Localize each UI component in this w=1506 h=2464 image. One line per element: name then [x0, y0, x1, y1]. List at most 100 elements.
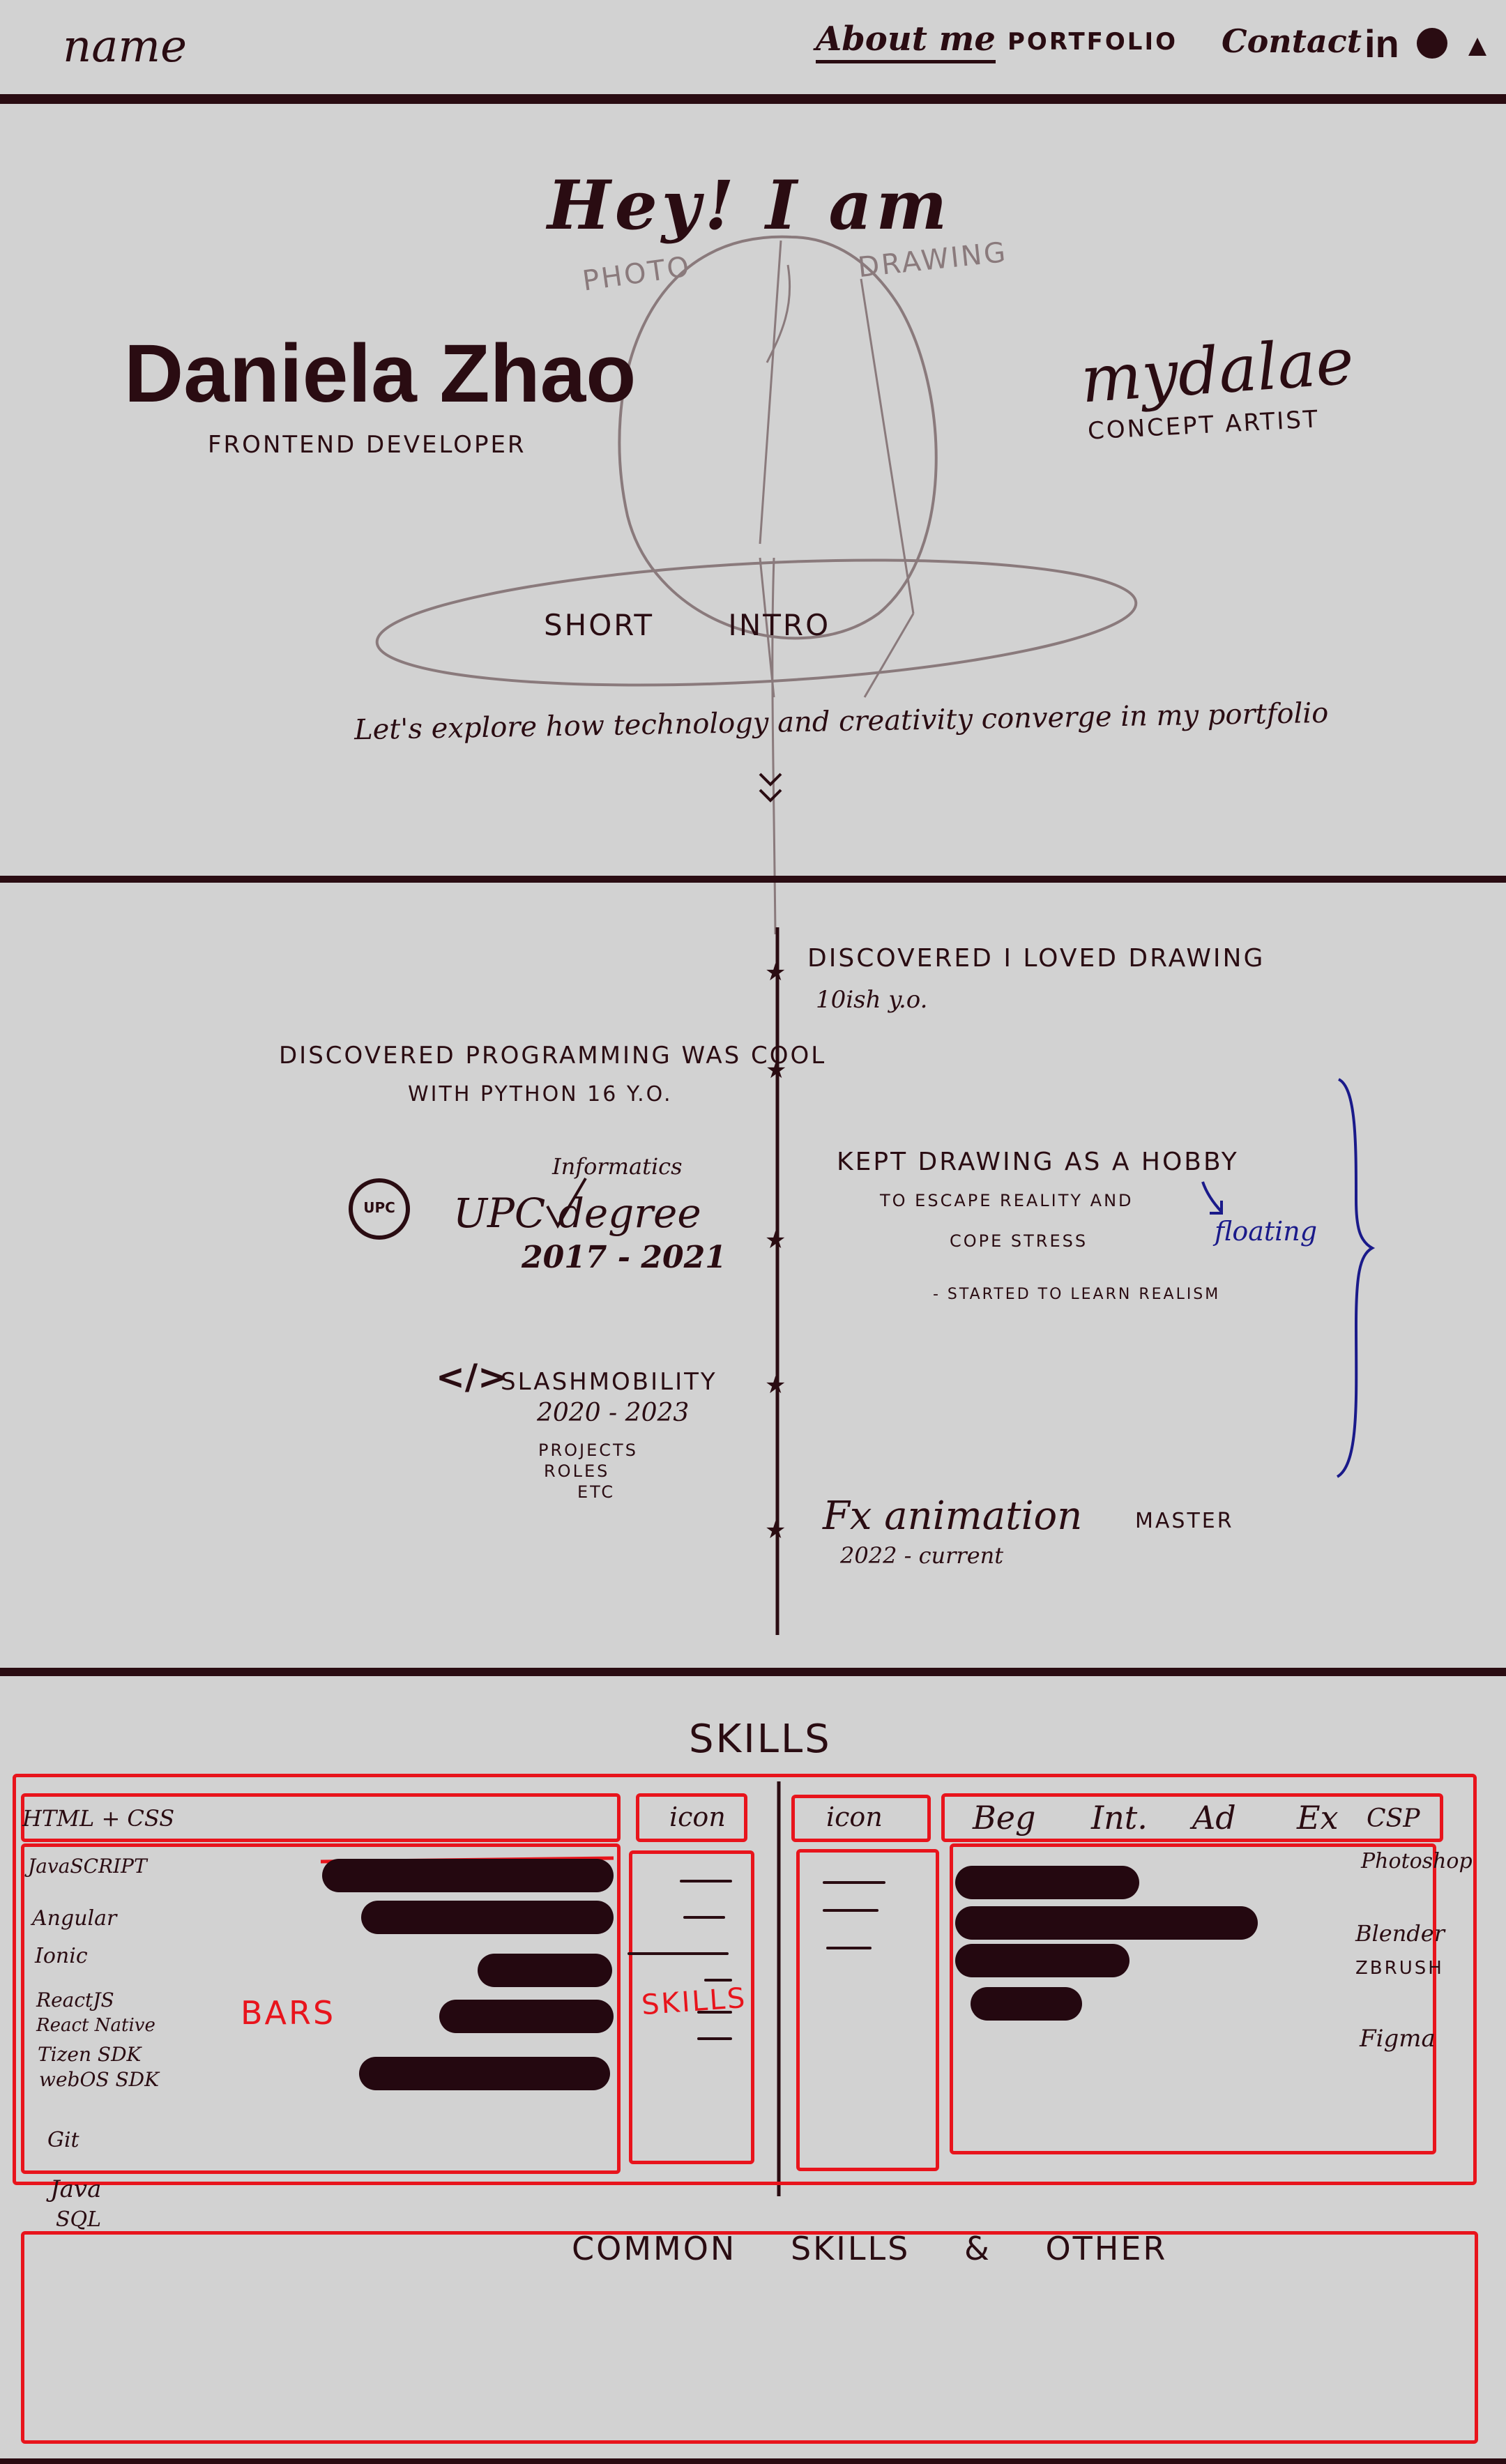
- skill-item: Ionic: [35, 1944, 88, 1968]
- level-ex: Ex: [1297, 1799, 1339, 1836]
- artist-name: mydalae: [1078, 324, 1356, 418]
- level-int: Int.: [1091, 1799, 1148, 1836]
- event-slash-title: SLASHMOBILITY: [501, 1368, 717, 1396]
- level-ad: Ad: [1192, 1799, 1236, 1836]
- event-upc-sub: 2017 - 2021: [522, 1240, 727, 1275]
- artstation-icon[interactable]: [1466, 35, 1489, 59]
- github-icon[interactable]: [1417, 28, 1447, 59]
- event-slash-sub: 2020 - 2023: [537, 1399, 690, 1427]
- nav-link-about[interactable]: About me: [816, 20, 996, 63]
- left-icon-header-box: [636, 1793, 747, 1842]
- upc-logo-icon: UPC: [349, 1178, 410, 1240]
- left-skill-header-box: [21, 1793, 621, 1842]
- skills-section: SKILLS HTML + CSS icon icon Beg Int. Ad …: [0, 1676, 1506, 2464]
- icon-placeholder: [683, 1916, 725, 1919]
- common-skills-label: COMMON SKILLS & OTHER: [572, 2230, 1168, 2267]
- skill-item: Java: [50, 2175, 102, 2203]
- event-fx-sub: 2022 - current: [840, 1542, 1004, 1569]
- hobby-title: Kept drawing as a hobby: [837, 1148, 1239, 1176]
- software-bar: [955, 1866, 1139, 1899]
- common-skills-box: [21, 2231, 1478, 2444]
- skill-item: JavaSCRIPT: [28, 1855, 147, 1878]
- icon-placeholder: [697, 2011, 732, 2014]
- event-fx-title: Fx animation: [823, 1493, 1083, 1539]
- software-bar: [971, 1987, 1082, 2021]
- right-icon-header-box: [791, 1795, 931, 1842]
- software-item: Photoshop: [1361, 1849, 1473, 1873]
- skill-item: webOS SDK: [39, 2068, 160, 2091]
- icon-placeholder: [823, 1881, 885, 1884]
- timeline-divider: [0, 1668, 1506, 1676]
- skills-bottom-divider: [0, 2458, 1506, 2464]
- skill-bar: [361, 1901, 614, 1934]
- skill-item: Angular: [32, 1906, 117, 1931]
- skill-item: Tizen SDK: [38, 2043, 142, 2066]
- software-item: Figma: [1360, 2025, 1436, 2053]
- right-icon-label: icon: [826, 1802, 883, 1832]
- event-programming-title: Discovered programming was cool: [279, 1042, 827, 1070]
- bars-label: BARS: [241, 1994, 336, 2032]
- event-drawing-title: Discovered I loved drawing: [807, 944, 1265, 973]
- skill-bar: [439, 2000, 614, 2033]
- event-drawing-sub: 10ish y.o.: [816, 986, 928, 1014]
- intro-label: SHORT INTRO: [544, 608, 831, 642]
- event-slash-note-1: PROJECTS: [538, 1440, 638, 1460]
- timeline-star: ★: [766, 1056, 787, 1084]
- icon-placeholder: [628, 1952, 729, 1955]
- hero-section: Hey! I am PHOTO DRAWING Daniela Zhao Fro…: [0, 105, 1506, 879]
- icon-placeholder: [697, 2037, 732, 2040]
- developer-name: Daniela Zhao: [124, 328, 637, 420]
- developer-role: Frontend Developer: [208, 431, 526, 459]
- timeline-star: ★: [765, 1371, 786, 1399]
- hero-greeting: Hey! I am: [547, 166, 952, 245]
- software-item: ZBRUSH: [1355, 1958, 1444, 1979]
- floating-note: floating: [1215, 1216, 1318, 1247]
- event-upc-title: UPC degree: [453, 1189, 701, 1237]
- photo-label: PHOTO: [580, 250, 694, 298]
- nav-link-contact[interactable]: Contact: [1222, 22, 1362, 60]
- hobby-line-3: - started to learn realism: [933, 1286, 1221, 1303]
- skill-item: ReactJS: [36, 1988, 114, 2011]
- right-icon-column-box: [796, 1849, 939, 2171]
- left-icon-column-box: [629, 1850, 754, 2164]
- timeline-star: ★: [765, 1226, 786, 1254]
- timeline-star: ★: [765, 1516, 786, 1544]
- icon-placeholder: [826, 1947, 872, 1949]
- event-upc-annotation: Informatics: [552, 1153, 683, 1180]
- logo[interactable]: name: [63, 21, 187, 73]
- top-nav: name About me PORTFOLIO Contact in: [0, 0, 1506, 94]
- software-bar: [955, 1944, 1130, 1977]
- hero-divider: [0, 876, 1506, 883]
- left-skill-header: HTML + CSS: [22, 1805, 175, 1832]
- skill-item: React Native: [36, 2015, 155, 2036]
- icon-placeholder: [704, 1979, 732, 1982]
- software-item: Blender: [1355, 1920, 1445, 1947]
- skill-bar: [478, 1954, 612, 1987]
- icon-placeholder: [823, 1909, 878, 1912]
- icon-column-label: icon: [669, 1802, 726, 1832]
- left-skill-list-box: [21, 1843, 621, 2174]
- right-bars-box: [950, 1843, 1436, 2154]
- level-csp: CSP: [1367, 1804, 1420, 1833]
- icon-placeholder: [680, 1880, 732, 1883]
- scroll-down-icon[interactable]: [753, 760, 788, 802]
- hero-tagline: Let's explore how technology and creativ…: [353, 697, 1329, 747]
- event-slash-note-2: ROLES: [544, 1461, 610, 1481]
- right-level-header-box: [941, 1793, 1443, 1842]
- level-beg: Beg: [973, 1799, 1036, 1836]
- linkedin-icon[interactable]: in: [1364, 22, 1399, 66]
- skill-item: SQL: [56, 2207, 102, 2232]
- skill-item: Git: [47, 2128, 79, 2152]
- nav-divider: [0, 94, 1506, 104]
- timeline-star: ★: [765, 959, 786, 987]
- nav-link-portfolio[interactable]: PORTFOLIO: [1007, 28, 1178, 56]
- event-programming-sub: with python 16 y.o.: [408, 1082, 673, 1106]
- software-bar: [955, 1906, 1258, 1940]
- skills-title: SKILLS: [689, 1717, 832, 1762]
- slash-logo-icon: </>: [436, 1357, 508, 1397]
- skills-outer-frame: [13, 1774, 1477, 2185]
- event-slash-note-3: ETC: [577, 1482, 616, 1502]
- skill-bar: [359, 2057, 610, 2090]
- upc-badge-text: UPC: [363, 1199, 395, 1216]
- event-fx-suffix: MASTER: [1135, 1509, 1234, 1533]
